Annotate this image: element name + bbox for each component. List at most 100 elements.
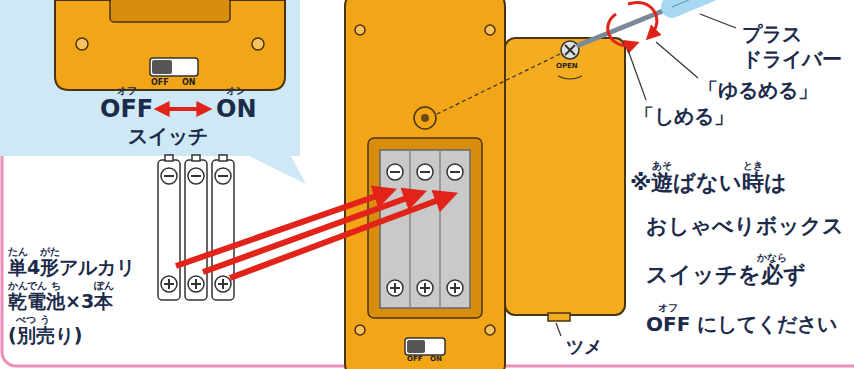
rotation-arrows	[608, 2, 657, 45]
batteries	[158, 155, 234, 300]
switch-mark: ON	[182, 78, 196, 88]
batteries	[222, 279, 224, 289]
batteries	[195, 279, 197, 289]
batteries	[158, 155, 234, 300]
battery-cover	[505, 38, 625, 315]
battery-note: 単4形アルカリ 乾電池×3本 (別売り)	[8, 250, 153, 353]
furigana: う	[40, 315, 50, 325]
rotation-arrows	[608, 14, 634, 46]
furigana: べつ	[16, 315, 36, 325]
screw-mark: OPEN	[556, 63, 578, 70]
switch-symbol	[150, 58, 198, 76]
batteries	[185, 160, 207, 300]
callout-panel	[245, 154, 306, 184]
furigana: オン	[226, 86, 246, 96]
toy-housing	[345, 0, 505, 369]
battery-compartment	[420, 171, 430, 173]
callout-panel	[0, 0, 306, 184]
battery-compartment	[390, 172, 460, 293]
batteries	[215, 276, 231, 292]
switch-state: ON	[216, 95, 257, 124]
batteries	[192, 155, 200, 161]
switch-symbol	[152, 60, 172, 74]
battery-compartment	[368, 138, 482, 318]
batteries	[165, 155, 173, 161]
furigana: がた	[40, 247, 60, 257]
usage-note: OFF にしてください	[646, 312, 837, 336]
screwdriver	[672, 0, 745, 7]
battery-compartment	[409, 150, 411, 308]
switch-arrow	[160, 107, 206, 111]
battery-compartment	[454, 283, 456, 293]
batteries	[168, 279, 170, 289]
furigana: ち	[51, 281, 61, 291]
battery-cover	[548, 313, 570, 321]
usage-note: おしゃべりボックス	[646, 214, 844, 239]
batteries	[161, 276, 177, 292]
battery-cover	[558, 76, 582, 79]
battery-compartment	[387, 280, 403, 296]
batteries	[188, 168, 204, 184]
furigana: あそ	[652, 161, 672, 171]
housing-switch	[405, 338, 445, 355]
screwdriver	[579, 0, 745, 45]
battery-compartment	[447, 164, 463, 180]
batteries	[215, 168, 231, 184]
part-name: ツメ	[566, 336, 602, 358]
turn-label: 「ゆるめる」	[698, 78, 818, 102]
housing-detail	[110, 0, 230, 22]
leader-line	[556, 323, 561, 336]
battery-cover	[561, 41, 579, 59]
switch-mark: OFF	[407, 356, 423, 363]
leader-lines	[700, 14, 736, 28]
battery-compartment	[424, 283, 426, 293]
battery-compartment	[447, 280, 463, 296]
battery-cover	[565, 45, 575, 55]
battery-compartment	[450, 171, 460, 173]
battery-cover	[565, 45, 575, 55]
batteries	[161, 168, 177, 184]
housing-detail	[55, 0, 285, 90]
toy-housing	[485, 325, 495, 335]
leader-lines	[628, 50, 646, 100]
insert-arrows	[203, 194, 418, 272]
toy-housing	[421, 114, 429, 122]
battery-compartment	[417, 280, 433, 296]
batteries	[188, 276, 204, 292]
switch-callout: OFF ON スイッチ	[0, 0, 300, 156]
housing-switch	[405, 338, 445, 355]
toy-housing	[355, 25, 365, 35]
usage-note: スイッチを必ず	[646, 262, 806, 288]
housing-switch	[407, 340, 425, 353]
furigana: かん	[8, 281, 28, 291]
turn-label: 「しめる」	[634, 104, 734, 128]
battery-compartment	[368, 138, 482, 318]
tool-name: プラス ドライバー	[742, 22, 846, 72]
furigana: とき	[743, 161, 763, 171]
battery-compartment	[380, 150, 470, 308]
battery-cover	[505, 38, 625, 321]
callout-panel	[0, 0, 300, 156]
usage-note: ※遊ばない時は	[630, 170, 787, 196]
housing-detail	[252, 38, 264, 50]
batteries	[191, 175, 201, 177]
toy-housing	[355, 325, 365, 335]
toy-housing	[485, 25, 495, 35]
switch-mark: OFF	[151, 78, 169, 88]
batteries	[219, 155, 227, 161]
housing-detail	[76, 38, 88, 50]
rotation-arrows	[628, 2, 657, 36]
furigana: かなら	[757, 253, 787, 263]
furigana: でん	[27, 281, 47, 291]
furigana: ぽん	[94, 281, 114, 291]
batteries	[164, 175, 174, 177]
batteries	[164, 176, 228, 289]
switch-mark: ON	[430, 356, 442, 363]
switch-symbol	[150, 58, 198, 76]
switch-caption: スイッチ	[128, 124, 208, 148]
screwdriver	[672, 0, 745, 7]
insert-arrows	[176, 192, 449, 278]
furigana: たん	[8, 247, 28, 257]
batteries	[218, 175, 228, 177]
